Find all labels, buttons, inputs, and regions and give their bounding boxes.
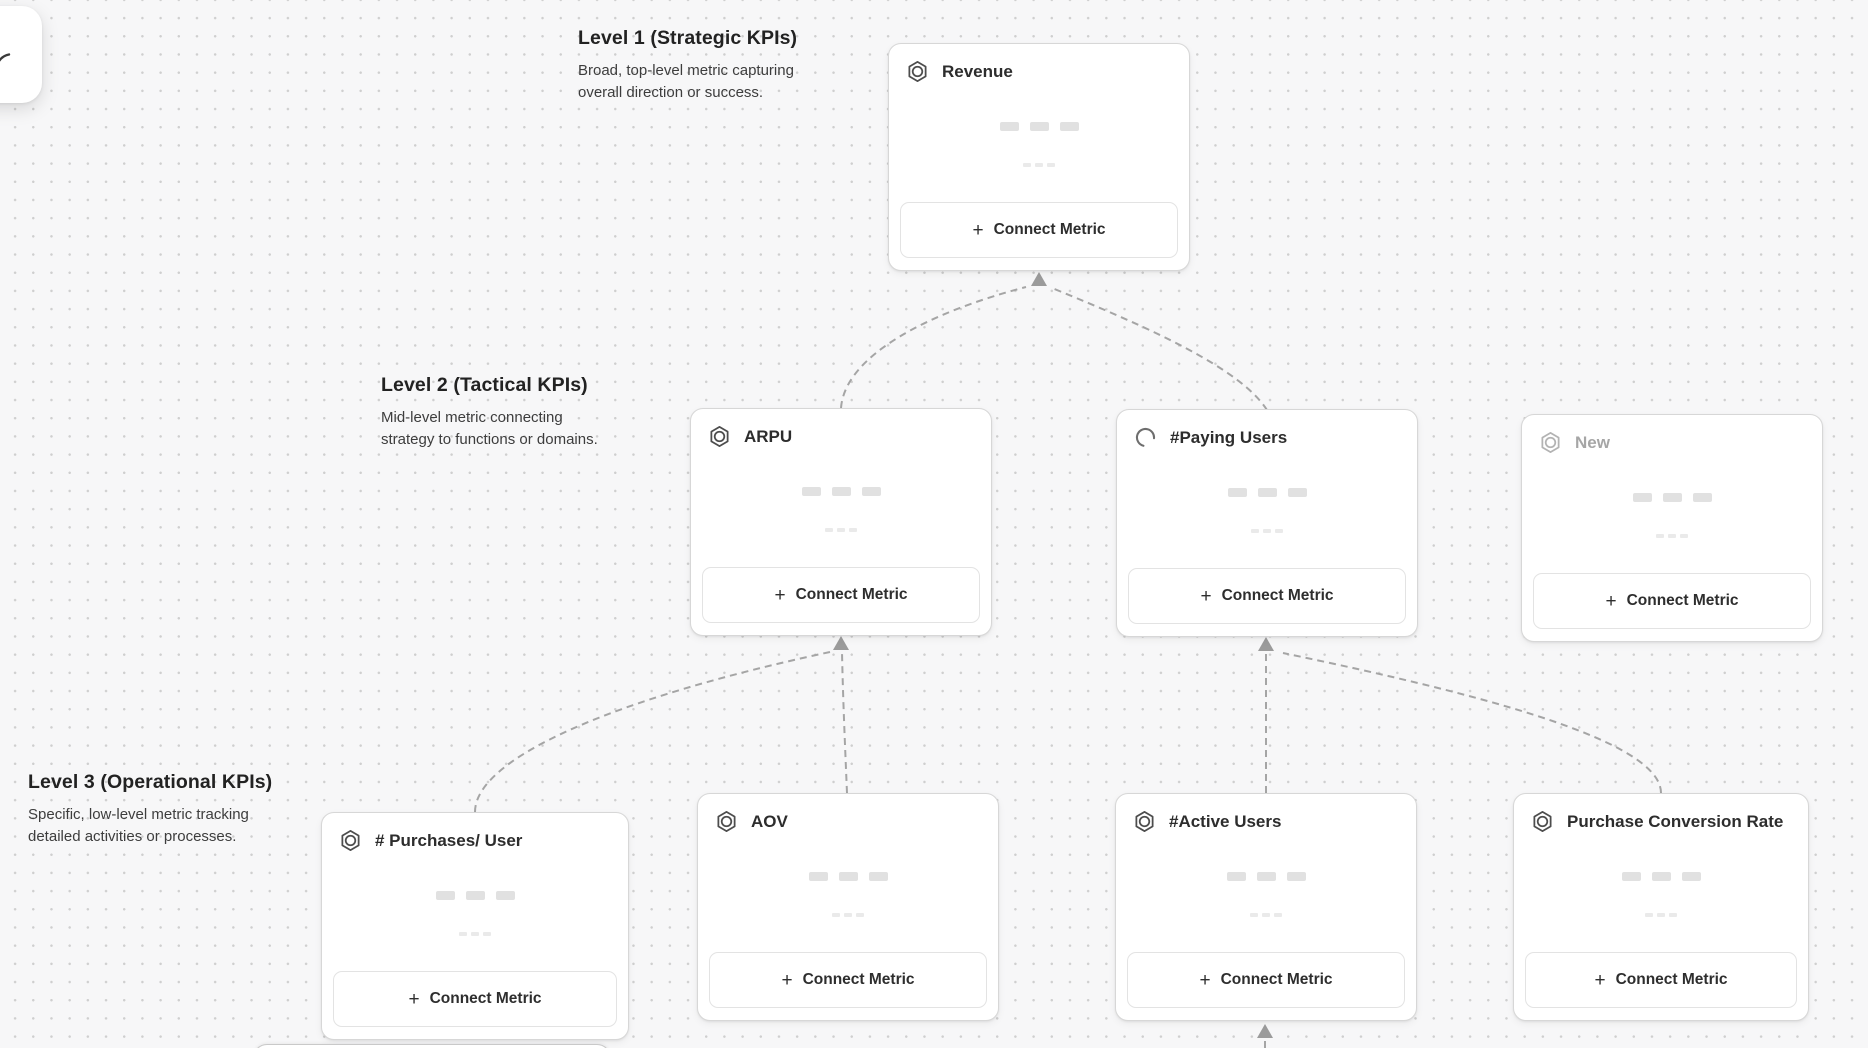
connect-metric-label: Connect Metric — [1220, 971, 1333, 988]
placeholder-dashes — [698, 913, 998, 917]
arrowhead-revenue — [1031, 272, 1047, 286]
metric-hexagon-icon — [1135, 811, 1154, 832]
arrowhead-paying — [1258, 637, 1274, 651]
card-header: AOV — [714, 809, 788, 834]
connect-metric-button[interactable]: + Connect Metric — [900, 202, 1178, 258]
level-3-label: Level 3 (Operational KPIs) Specific, low… — [28, 771, 272, 848]
metric-hexagon-icon — [908, 61, 927, 82]
metric-card-purchase-conversion-rate[interactable]: Purchase Conversion Rate + Connect Metri… — [1513, 793, 1809, 1021]
connect-metric-button[interactable]: + Connect Metric — [1533, 573, 1811, 629]
metric-card-paying-users[interactable]: #Paying Users + Connect Metric — [1116, 409, 1418, 637]
connect-metric-label: Connect Metric — [795, 586, 908, 603]
card-title: Purchase Conversion Rate — [1567, 811, 1784, 831]
connect-metric-label: Connect Metric — [1221, 587, 1334, 604]
plus-icon: + — [972, 219, 984, 241]
edge-purchases-to-arpu — [474, 651, 831, 813]
level-1-label: Level 1 (Strategic KPIs) Broad, top-leve… — [578, 27, 797, 104]
level-2-description-line1: Mid-level metric connecting — [381, 409, 563, 426]
metric-card-revenue[interactable]: Revenue + Connect Metric — [888, 43, 1190, 271]
metric-hexagon-icon — [1533, 811, 1552, 832]
metric-card-new[interactable]: New + Connect Metric — [1521, 414, 1823, 642]
level-3-description-line1: Specific, low-level metric tracking — [28, 806, 249, 823]
placeholder-dashes — [691, 528, 991, 532]
placeholder-dashes — [1117, 529, 1417, 533]
card-title: # Purchases/ User — [375, 830, 523, 850]
card-title: #Paying Users — [1170, 427, 1288, 447]
placeholder-dashes — [1116, 913, 1416, 917]
card-header: New — [1538, 430, 1610, 455]
connect-metric-button[interactable]: + Connect Metric — [1525, 952, 1797, 1008]
card-title: Revenue — [942, 61, 1013, 81]
edge-pcr-to-paying — [1282, 652, 1662, 794]
metric-card-purchases-per-user[interactable]: # Purchases/ User + Connect Metric — [321, 812, 629, 1040]
card-title: AOV — [751, 811, 788, 831]
cursor-icon — [0, 53, 11, 62]
connect-metric-label: Connect Metric — [802, 971, 915, 988]
connect-metric-button[interactable]: + Connect Metric — [333, 971, 617, 1027]
placeholder-blocks — [889, 122, 1189, 131]
connect-metric-label: Connect Metric — [1615, 971, 1728, 988]
placeholder-blocks — [1116, 872, 1416, 881]
connect-metric-button[interactable]: + Connect Metric — [709, 952, 987, 1008]
placeholder-blocks — [698, 872, 998, 881]
metric-hexagon-icon — [1541, 432, 1560, 453]
card-title: ARPU — [744, 426, 793, 446]
plus-icon: + — [1605, 590, 1617, 612]
level-1-title: Level 1 (Strategic KPIs) — [578, 27, 798, 49]
card-title: New — [1575, 432, 1610, 452]
card-title: #Active Users — [1169, 811, 1282, 831]
placeholder-blocks — [1117, 488, 1417, 497]
level-3-description-line2: detailed activities or processes. — [28, 828, 237, 845]
level-2-label: Level 2 (Tactical KPIs) Mid-level metric… — [381, 374, 598, 451]
arrowhead-active-bottom — [1257, 1024, 1273, 1038]
plus-icon: + — [1200, 585, 1212, 607]
spinner-icon — [1135, 427, 1156, 448]
level-3-title: Level 3 (Operational KPIs) — [28, 771, 273, 793]
metric-card-active-users[interactable]: #Active Users + Connect Metric — [1115, 793, 1417, 1021]
level-1-description-line2: overall direction or success. — [578, 84, 764, 101]
edge-arpu-to-revenue — [840, 286, 1027, 409]
card-header: Revenue — [905, 59, 1013, 84]
arrowhead-arpu — [833, 636, 849, 650]
connect-metric-button[interactable]: + Connect Metric — [1128, 568, 1406, 624]
metric-hexagon-icon — [710, 426, 729, 447]
placeholder-blocks — [322, 891, 628, 900]
placeholder-dashes — [889, 163, 1189, 167]
card-header: #Paying Users — [1133, 425, 1287, 450]
connect-metric-button[interactable]: + Connect Metric — [1127, 952, 1405, 1008]
metric-hexagon-icon — [717, 811, 736, 832]
edge-paying-to-revenue — [1051, 287, 1268, 411]
partial-metric-card[interactable] — [253, 1044, 611, 1048]
card-header: # Purchases/ User — [338, 828, 522, 853]
placeholder-dashes — [322, 932, 628, 936]
level-2-title: Level 2 (Tactical KPIs) — [381, 374, 588, 396]
placeholder-blocks — [691, 487, 991, 496]
level-1-description-line1: Broad, top-level metric capturing — [578, 62, 794, 79]
plus-icon: + — [1594, 969, 1606, 991]
metric-card-aov[interactable]: AOV + Connect Metric — [697, 793, 999, 1021]
connect-metric-label: Connect Metric — [993, 221, 1106, 238]
placeholder-dashes — [1514, 913, 1808, 917]
card-header: Purchase Conversion Rate — [1530, 809, 1783, 834]
floating-toolbar-fragment[interactable] — [0, 6, 42, 103]
plus-icon: + — [1199, 969, 1211, 991]
plus-icon: + — [774, 584, 786, 606]
connect-metric-button[interactable]: + Connect Metric — [702, 567, 980, 623]
card-header: #Active Users — [1132, 809, 1281, 834]
card-header: ARPU — [707, 424, 792, 449]
edge-aov-to-arpu — [841, 651, 848, 794]
placeholder-blocks — [1522, 493, 1822, 502]
placeholder-blocks — [1514, 872, 1808, 881]
metric-hexagon-icon — [341, 830, 360, 851]
plus-icon: + — [408, 988, 420, 1010]
placeholder-dashes — [1522, 534, 1822, 538]
metric-card-arpu[interactable]: ARPU + Connect Metric — [690, 408, 992, 636]
level-2-description-line2: strategy to functions or domains. — [381, 431, 598, 448]
connect-metric-label: Connect Metric — [1626, 592, 1739, 609]
plus-icon: + — [781, 969, 793, 991]
connect-metric-label: Connect Metric — [429, 990, 542, 1007]
